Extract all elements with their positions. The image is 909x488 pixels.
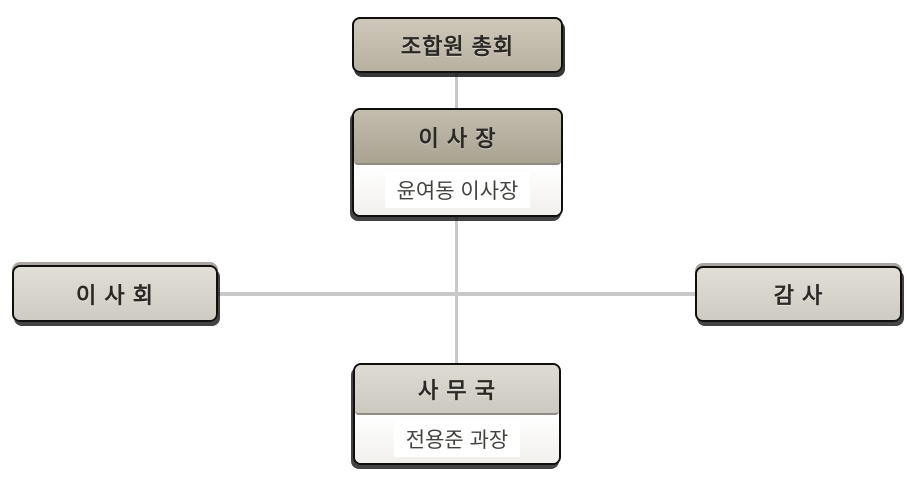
connector-board-auditor — [216, 292, 697, 296]
node-office-person: 전용준 과장 — [393, 421, 521, 457]
node-board-label: 이 사 회 — [76, 282, 154, 308]
node-auditor: 감 사 — [695, 266, 902, 322]
node-board: 이 사 회 — [12, 265, 218, 322]
node-chairman: 이 사 장 윤여동 이사장 — [352, 108, 563, 217]
node-chairman-header: 이 사 장 — [354, 110, 561, 165]
connector-chairman-office — [455, 215, 458, 365]
connector-assembly-chairman — [455, 73, 458, 110]
node-office-body: 전용준 과장 — [355, 415, 559, 463]
node-office: 사 무 국 전용준 과장 — [353, 363, 561, 465]
node-office-label: 사 무 국 — [418, 378, 496, 403]
node-general-assembly-label: 조합원 총회 — [400, 34, 515, 59]
node-general-assembly: 조합원 총회 — [352, 17, 563, 73]
node-office-header: 사 무 국 — [355, 365, 559, 415]
node-chairman-label: 이 사 장 — [418, 125, 497, 151]
node-chairman-body: 윤여동 이사장 — [354, 165, 561, 215]
node-auditor-label: 감 사 — [773, 283, 824, 308]
node-chairman-person: 윤여동 이사장 — [384, 172, 531, 208]
